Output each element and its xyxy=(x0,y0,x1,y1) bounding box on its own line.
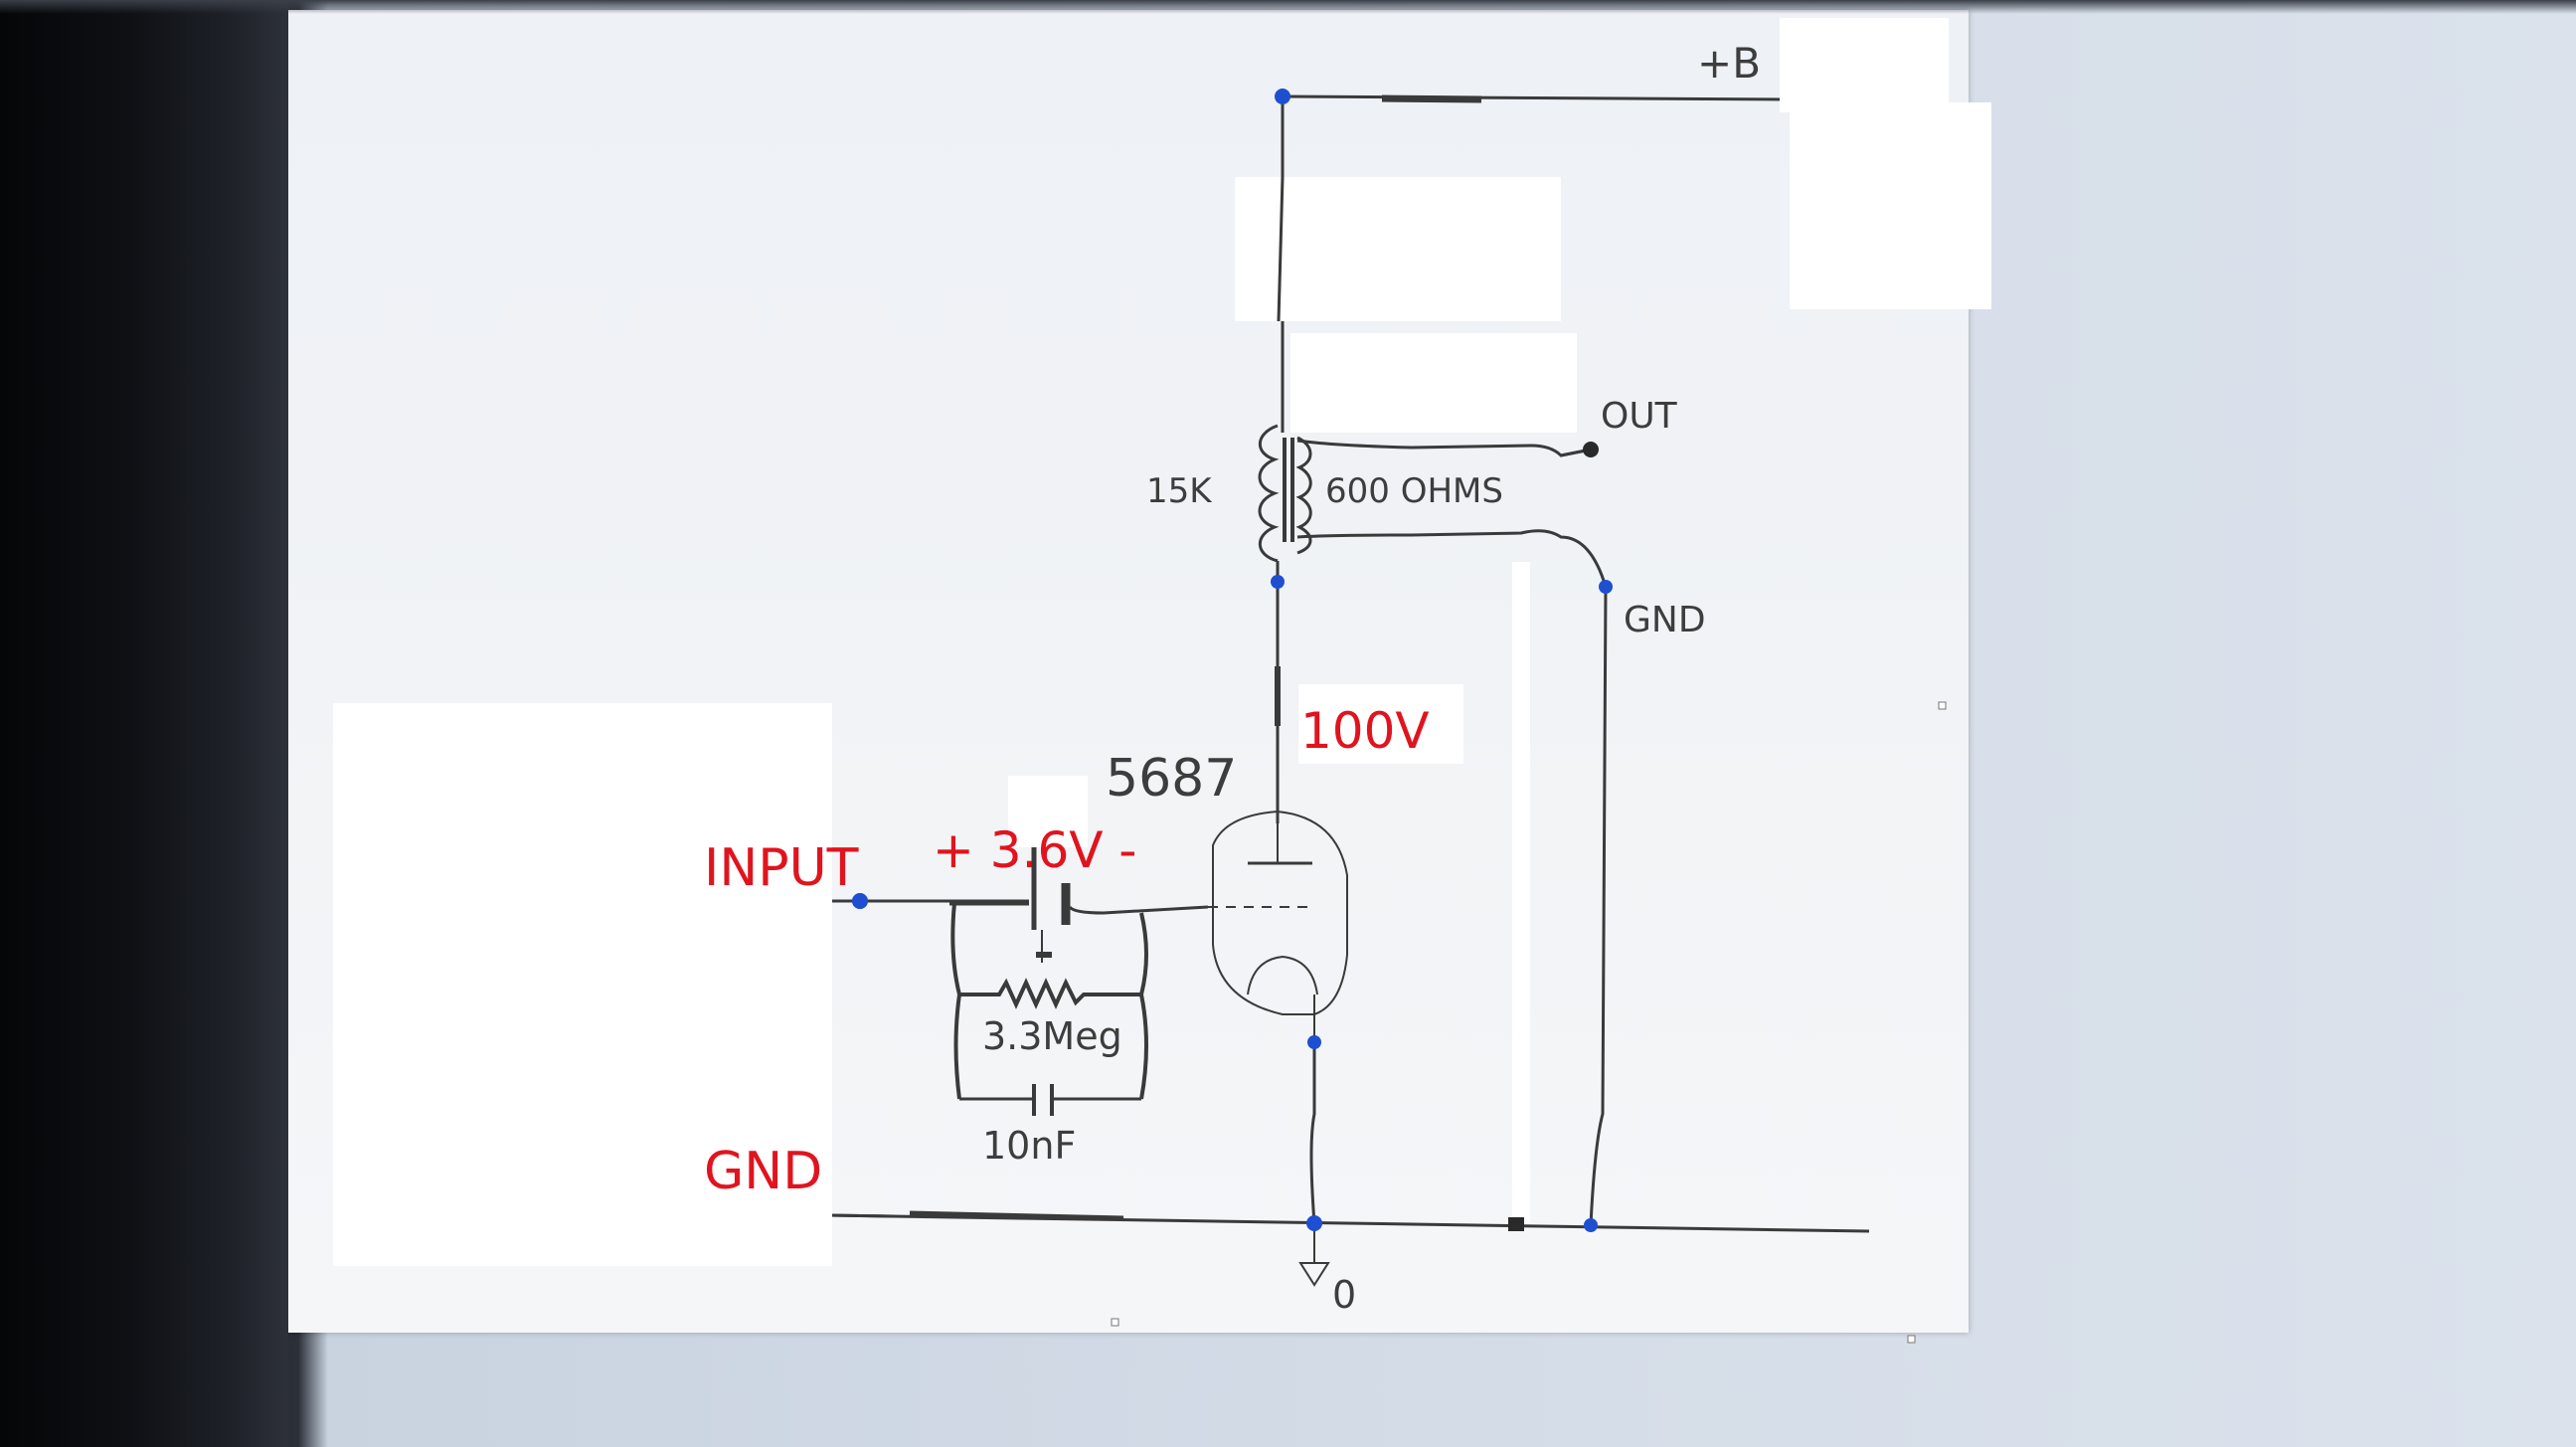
resistor-zigzag xyxy=(959,978,1141,1009)
resistor-label: 3.3Meg xyxy=(982,1014,1122,1058)
out-gnd-label: GND xyxy=(1624,600,1706,640)
node-supply xyxy=(1275,89,1290,104)
tube-label: 5687 xyxy=(1106,749,1237,809)
handle-corner xyxy=(1907,1335,1916,1344)
primary-winding xyxy=(1258,424,1280,563)
redaction-box-plate-load xyxy=(1235,177,1561,321)
supply-rail xyxy=(1282,94,1791,101)
plate-voltage-label-over: 100V xyxy=(1300,702,1430,760)
input-gnd-label-over: GND xyxy=(704,1142,822,1201)
tube-envelope xyxy=(1212,810,1348,1015)
grid-wire xyxy=(1068,905,1209,915)
capacitor-label: 10nF xyxy=(982,1124,1076,1168)
plate-feed-wire-over xyxy=(1277,176,1285,322)
node-cathode xyxy=(1307,1035,1321,1049)
redaction-box-bias xyxy=(1008,776,1088,847)
ground-rail xyxy=(824,1213,1870,1233)
supply-label: +B xyxy=(1697,39,1761,88)
redaction-box-plate-voltage xyxy=(1298,684,1463,764)
redaction-box-top-right-lower xyxy=(1790,102,1991,309)
out-label: OUT xyxy=(1601,396,1678,437)
parallel-network-right xyxy=(1138,912,1148,1100)
node-input-over xyxy=(852,893,868,909)
redaction-box-transformer xyxy=(1290,333,1577,433)
node-ground-right xyxy=(1584,1218,1598,1232)
monitor-bezel xyxy=(0,0,288,1447)
node-out-gnd xyxy=(1599,580,1613,594)
out-terminal xyxy=(1583,442,1599,457)
output-gnd-wire xyxy=(1589,586,1608,1226)
ground-rail-over xyxy=(831,1213,896,1218)
tube-cathode xyxy=(1247,955,1318,1042)
ground-symbol xyxy=(1298,1225,1330,1287)
secondary-bottom-lead xyxy=(1296,529,1608,588)
parallel-network-left xyxy=(950,902,962,1100)
node-primary-bottom xyxy=(1271,575,1285,589)
supply-rail-thick xyxy=(1381,94,1482,103)
secondary-impedance-label: 600 OHMS xyxy=(1325,471,1503,511)
input-label-over: INPUT xyxy=(704,838,859,898)
monitor-bezel-top xyxy=(0,0,2576,14)
ground-rail-thick xyxy=(909,1210,1124,1221)
redaction-box-left xyxy=(333,703,832,1266)
handle-bottom xyxy=(1111,1318,1119,1327)
cathode-wire xyxy=(1309,1042,1316,1224)
primary-resistance-label: 15K xyxy=(1146,471,1213,511)
node-ground-strip xyxy=(1508,1217,1524,1231)
node-ground-cathode xyxy=(1306,1215,1322,1231)
secondary-top-lead xyxy=(1296,439,1592,457)
secondary-winding xyxy=(1295,436,1312,555)
handle-right xyxy=(1938,701,1947,710)
redaction-box-top-right xyxy=(1780,18,1949,112)
ground-node-label: 0 xyxy=(1332,1273,1356,1317)
